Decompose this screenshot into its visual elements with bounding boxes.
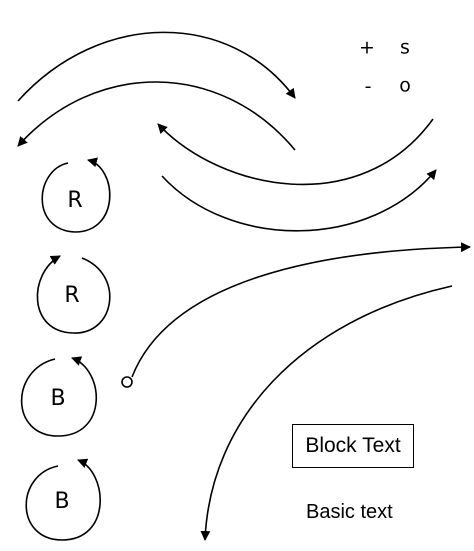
link-start-circle[interactable]: [121, 376, 133, 388]
loop-label-2: R: [64, 283, 80, 308]
loop-label-3: B: [50, 386, 66, 411]
add-tool[interactable]: +: [359, 36, 375, 59]
block-text-box[interactable]: Block Text: [292, 424, 414, 468]
basic-text[interactable]: Basic text: [306, 501, 393, 523]
loop-label-4: B: [54, 489, 70, 514]
state-tool[interactable]: s: [400, 36, 410, 59]
arc-arrow-middle-left[interactable]: [157, 118, 434, 186]
circle-tool[interactable]: o: [399, 74, 411, 97]
loop-arrow-1[interactable]: [41, 157, 111, 233]
loop-arrow-4[interactable]: [25, 458, 101, 541]
loop-label-1: R: [67, 188, 83, 213]
loop-arrow-2[interactable]: [36, 255, 111, 334]
link-arrow-from-circle[interactable]: [131, 242, 471, 378]
loop-arrow-3[interactable]: [20, 356, 98, 437]
arc-arrow-middle-right[interactable]: [161, 169, 437, 232]
arc-arrow-top-right[interactable]: [17, 31, 296, 102]
remove-tool[interactable]: -: [364, 75, 372, 98]
long-arrow-down[interactable]: [200, 285, 453, 541]
arc-arrow-left[interactable]: [17, 81, 296, 151]
